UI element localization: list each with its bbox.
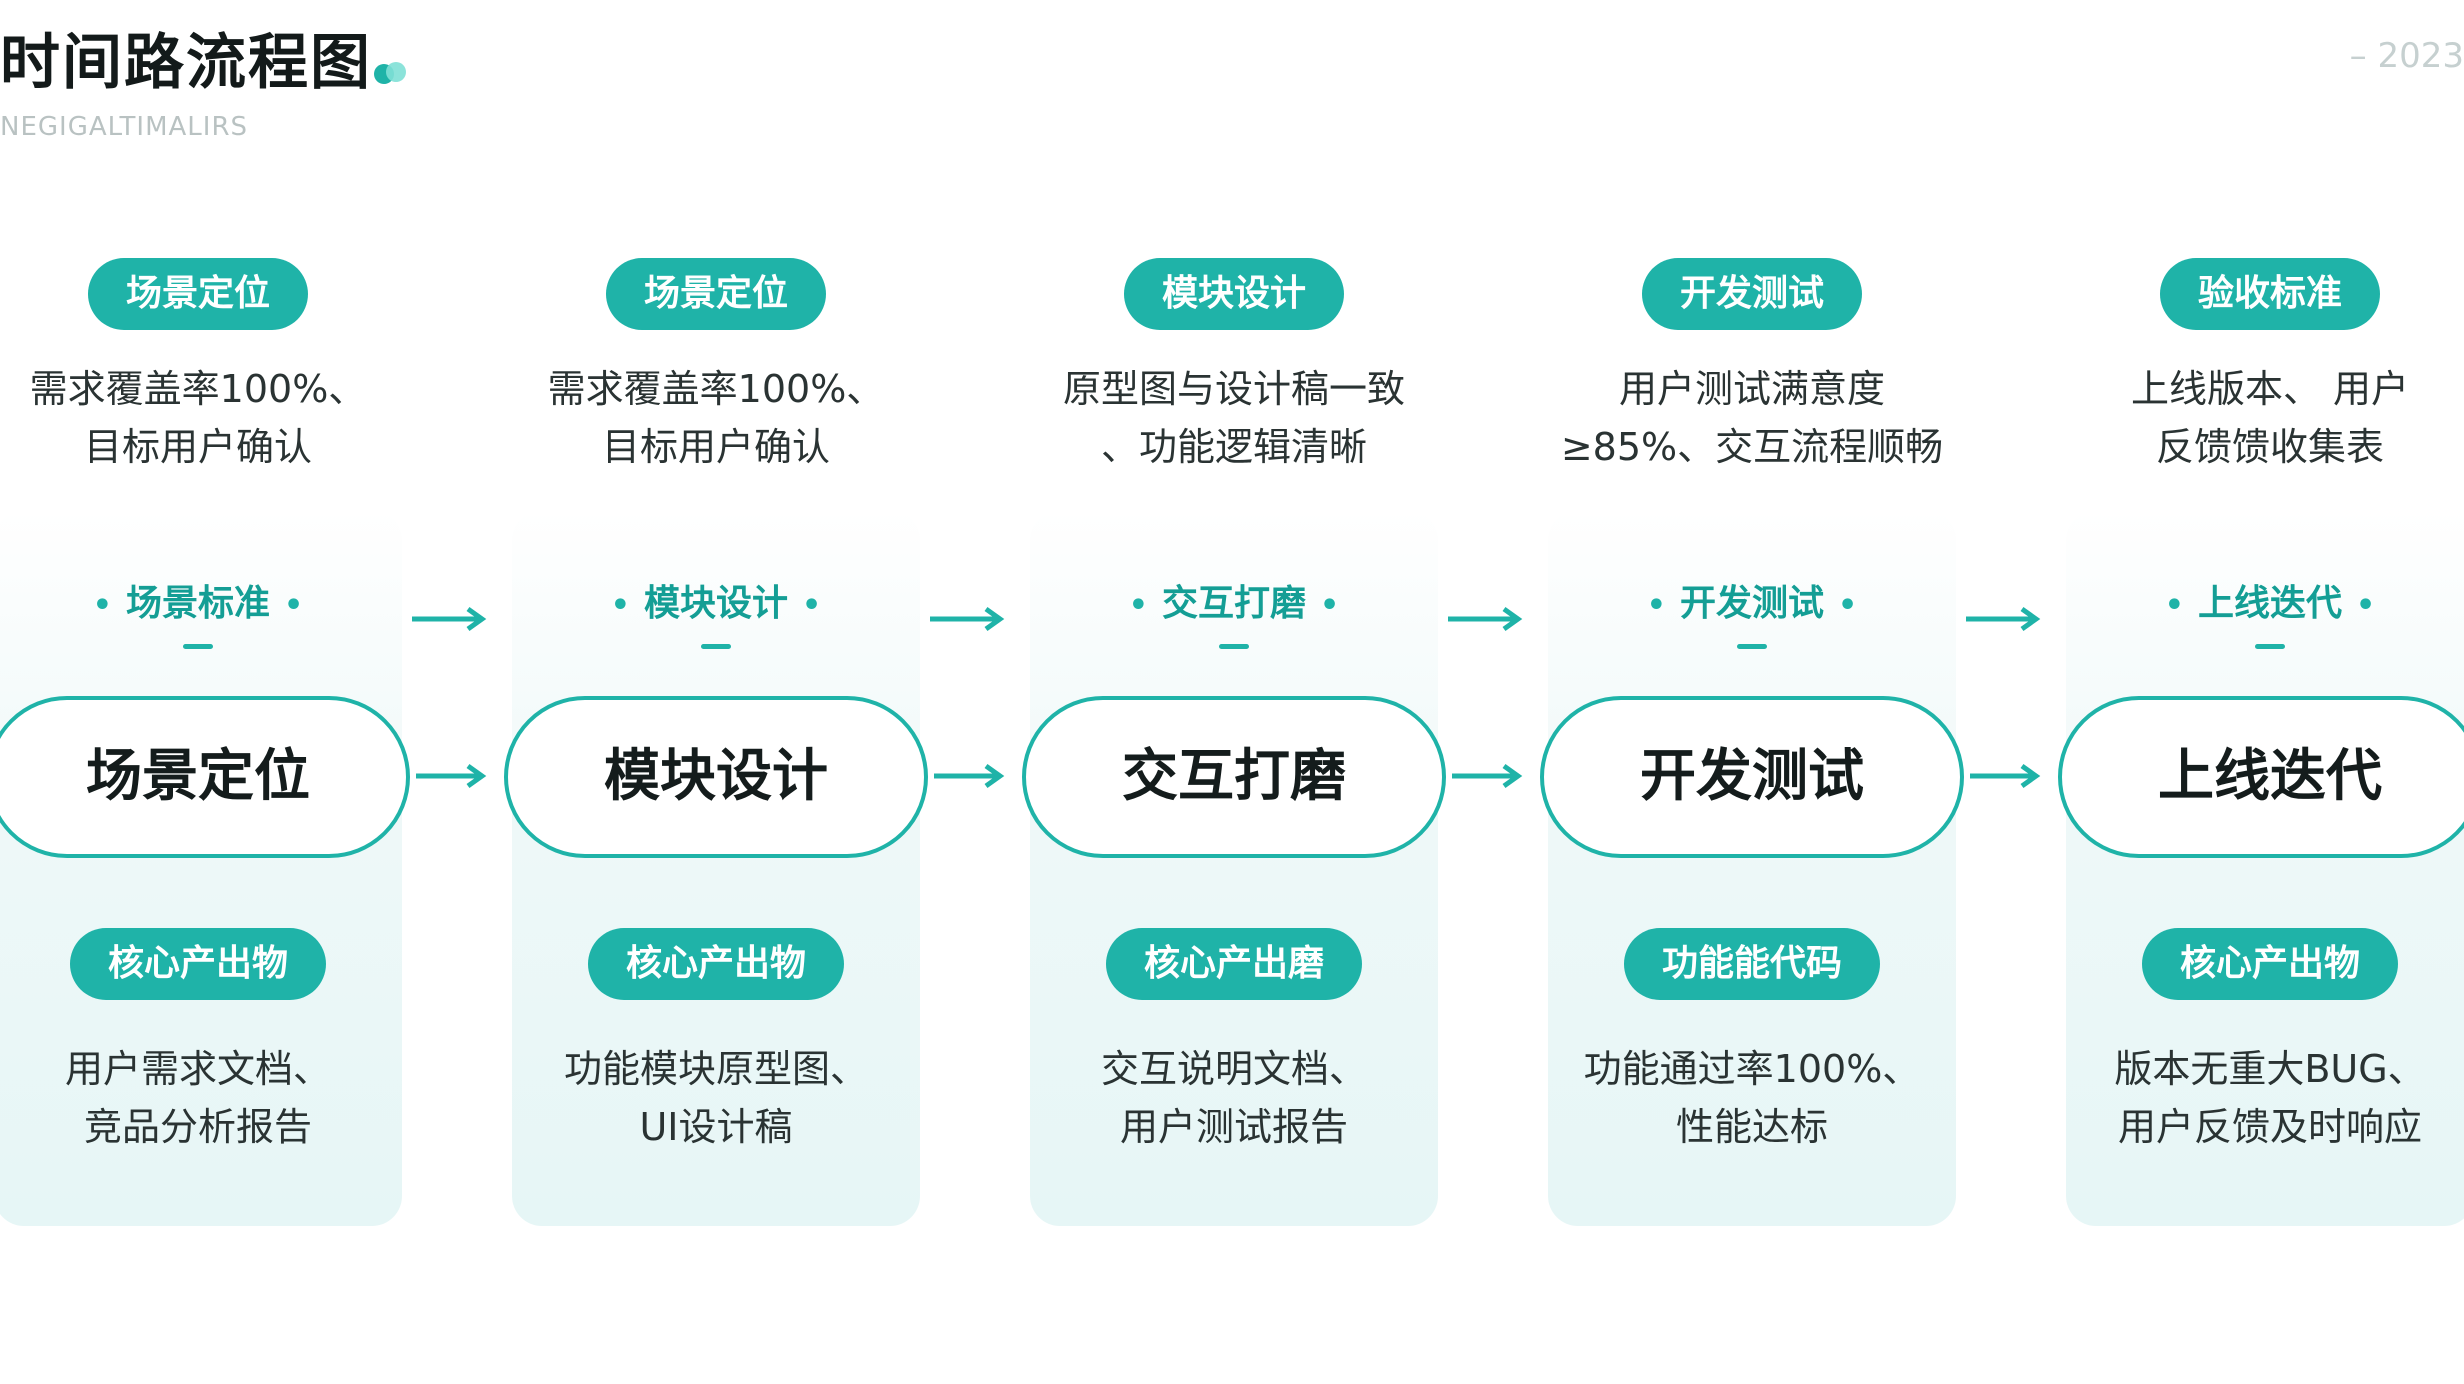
stage-column-5: 验收标准 上线版本、 用户 反馈馈收集表 • 上线迭代 • 上线迭代 核心产出物 版… bbox=[2058, 0, 2464, 1384]
stage-card bbox=[2066, 510, 2464, 1226]
stage-column-1: 场景定位 需求覆盖率100%、 目标用户确认 • 场景标准 • 场景定位 核心产出物… bbox=[0, 0, 410, 1384]
top-badge: 场景定位 bbox=[87, 258, 309, 330]
dot-icon: • bbox=[2164, 588, 2184, 623]
dot-icon: • bbox=[284, 588, 304, 623]
top-description-line: 需求覆盖率100%、 bbox=[29, 367, 367, 411]
bottom-description-line: 性能达标 bbox=[1675, 1105, 1828, 1149]
arrow-right-icon bbox=[1970, 763, 2041, 789]
top-description-line: ≥85%、交互流程顺畅 bbox=[1560, 425, 1944, 469]
bottom-description-line: 版本无重大BUG、 bbox=[2114, 1047, 2426, 1091]
bottom-description: 用户需求文档、 竞品分析报告 bbox=[0, 1040, 410, 1156]
bottom-badge: 核心产出物 bbox=[69, 928, 327, 1000]
bottom-description-line: 功能模块原型图、 bbox=[563, 1047, 868, 1091]
page-title: 时间路流程图 bbox=[0, 28, 372, 98]
top-badge: 模块设计 bbox=[1123, 258, 1345, 330]
step-label-text: 模块设计 bbox=[643, 583, 788, 624]
bottom-description-line: 竞品分析报告 bbox=[83, 1105, 312, 1149]
top-badge: 验收标准 bbox=[2159, 258, 2381, 330]
bottom-description-line: 交互说明文档、 bbox=[1100, 1047, 1367, 1091]
stage-card bbox=[0, 510, 402, 1226]
top-description-line: 原型图与设计稿一致 bbox=[1062, 367, 1405, 411]
year-label: – 2023 bbox=[2349, 36, 2464, 76]
step-label-text: 开发测试 bbox=[1679, 583, 1824, 624]
arrow-right-icon bbox=[934, 763, 1005, 789]
bottom-badge: 核心产出磨 bbox=[1105, 928, 1363, 1000]
dot-icon: • bbox=[1838, 588, 1858, 623]
title-accent-icon bbox=[374, 62, 406, 84]
top-badge: 场景定位 bbox=[605, 258, 827, 330]
stage-card bbox=[1030, 510, 1438, 1226]
stage-card bbox=[1548, 510, 1956, 1226]
dot-icon: • bbox=[1128, 588, 1148, 623]
top-description: 上线版本、 用户 反馈馈收集表 bbox=[2058, 360, 2464, 476]
step-label: • 开发测试 • bbox=[1540, 574, 1964, 626]
arrow-right-icon bbox=[930, 606, 1005, 632]
stage-column-4: 开发测试 用户测试满意度 ≥85%、交互流程顺畅 • 开发测试 • 开发测试 功能能… bbox=[1540, 0, 1964, 1384]
top-badge: 开发测试 bbox=[1641, 258, 1863, 330]
dot-icon: • bbox=[1646, 588, 1666, 623]
stage-node[interactable]: 上线迭代 bbox=[2058, 696, 2464, 858]
bottom-description-line: 用户测试报告 bbox=[1119, 1105, 1348, 1149]
stage-column-3: 模块设计 原型图与设计稿一致 、功能逻辑清晰 • 交互打磨 • 交互打磨 核心产出磨… bbox=[1022, 0, 1446, 1384]
step-dash bbox=[701, 644, 731, 649]
top-description-line: 上线版本、 用户 bbox=[2130, 367, 2410, 411]
step-dash bbox=[1737, 644, 1767, 649]
dot-icon: • bbox=[92, 588, 112, 623]
step-label: • 模块设计 • bbox=[504, 574, 928, 626]
bottom-description: 功能模块原型图、 UI设计稿 bbox=[504, 1040, 928, 1156]
bottom-description-line: 功能通过率100%、 bbox=[1583, 1047, 1921, 1091]
bottom-description: 版本无重大BUG、 用户反馈及时响应 bbox=[2058, 1040, 2464, 1156]
arrow-right-icon bbox=[416, 763, 487, 789]
bottom-description: 功能通过率100%、 性能达标 bbox=[1540, 1040, 1964, 1156]
bottom-description: 交互说明文档、 用户测试报告 bbox=[1022, 1040, 1446, 1156]
bottom-badge: 核心产出物 bbox=[587, 928, 845, 1000]
stage-node[interactable]: 交互打磨 bbox=[1022, 696, 1446, 858]
bottom-description-line: UI设计稿 bbox=[639, 1105, 793, 1149]
top-description: 原型图与设计稿一致 、功能逻辑清晰 bbox=[1022, 360, 1446, 476]
stage-column-2: 场景定位 需求覆盖率100%、 目标用户确认 • 模块设计 • 模块设计 核心产出物… bbox=[504, 0, 928, 1384]
dot-icon: • bbox=[610, 588, 630, 623]
dot-icon: • bbox=[802, 588, 822, 623]
top-description-line: 用户测试满意度 bbox=[1618, 367, 1885, 411]
step-label-text: 场景标准 bbox=[125, 583, 270, 624]
stage-node[interactable]: 模块设计 bbox=[504, 696, 928, 858]
step-dash bbox=[183, 644, 213, 649]
top-description-line: 目标用户确认 bbox=[83, 425, 312, 469]
stage-node[interactable]: 开发测试 bbox=[1540, 696, 1964, 858]
step-dash bbox=[2255, 644, 2285, 649]
stage-node[interactable]: 场景定位 bbox=[0, 696, 410, 858]
step-label: • 上线迭代 • bbox=[2058, 574, 2464, 626]
arrow-right-icon bbox=[412, 606, 487, 632]
bottom-description-line: 用户反馈及时响应 bbox=[2117, 1105, 2422, 1149]
page-subtitle: NEGIGALTIMALIRS bbox=[0, 112, 249, 142]
top-description-line: 需求覆盖率100%、 bbox=[547, 367, 885, 411]
top-description-line: 目标用户确认 bbox=[601, 425, 830, 469]
top-description: 用户测试满意度 ≥85%、交互流程顺畅 bbox=[1540, 360, 1964, 476]
top-description: 需求覆盖率100%、 目标用户确认 bbox=[0, 360, 410, 476]
bottom-badge: 核心产出物 bbox=[2141, 928, 2399, 1000]
step-label-text: 交互打磨 bbox=[1161, 583, 1306, 624]
dot-icon: • bbox=[2356, 588, 2376, 623]
step-label-text: 上线迭代 bbox=[2197, 583, 2342, 624]
top-description-line: 反馈馈收集表 bbox=[2155, 425, 2384, 469]
stage-card bbox=[512, 510, 920, 1226]
top-description: 需求覆盖率100%、 目标用户确认 bbox=[504, 360, 928, 476]
top-description-line: 、功能逻辑清晰 bbox=[1100, 425, 1367, 469]
bottom-badge: 功能能代码 bbox=[1623, 928, 1881, 1000]
dot-icon: • bbox=[1320, 588, 1340, 623]
arrow-right-icon bbox=[1452, 763, 1523, 789]
step-label: • 场景标准 • bbox=[0, 574, 410, 626]
arrow-right-icon bbox=[1966, 606, 2041, 632]
step-label: • 交互打磨 • bbox=[1022, 574, 1446, 626]
arrow-right-icon bbox=[1448, 606, 1523, 632]
step-dash bbox=[1219, 644, 1249, 649]
bottom-description-line: 用户需求文档、 bbox=[64, 1047, 331, 1091]
